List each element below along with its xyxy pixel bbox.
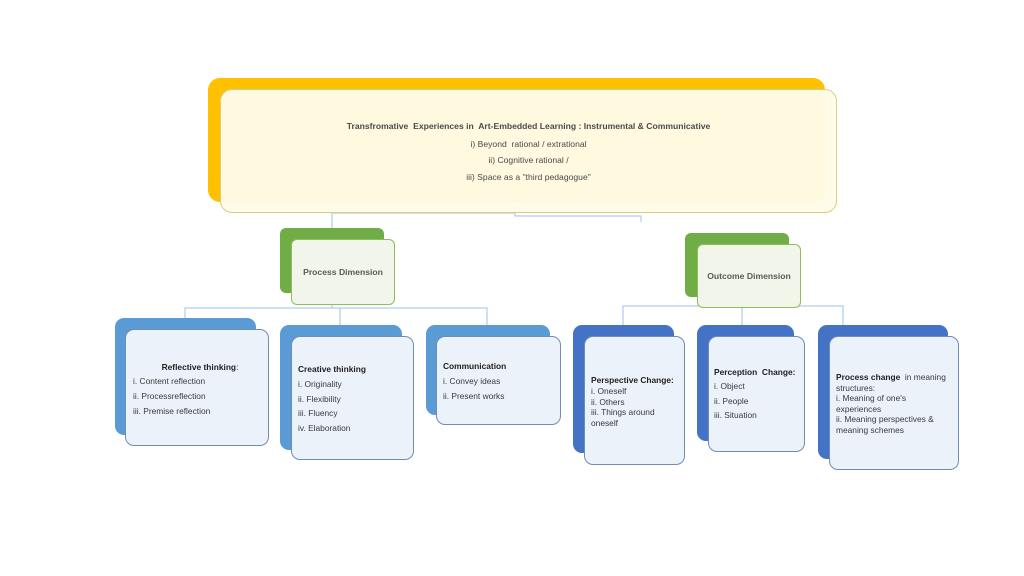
process-change-item-2: i. Meaning of one's	[836, 393, 907, 403]
process-change-node: Process change in meaning structures: i.…	[829, 336, 959, 470]
reflective-thinking-node: Reflective thinking: i. Content reflecti…	[125, 329, 269, 446]
creative-item-2: ii. Flexibility	[298, 393, 341, 404]
perception-item-2: ii. People	[714, 395, 749, 406]
perspective-item-2: ii. Others	[591, 396, 625, 407]
perception-item-1: i. Object	[714, 381, 745, 391]
root-line-3: iii) Space as a "third pedagogue"	[466, 171, 591, 182]
process-change-title-suffix: in meaning	[900, 372, 946, 382]
perspective-change-node: Perspective Change: i. Oneself ii. Other…	[584, 336, 685, 465]
reflective-item-2: ii. Processreflection	[133, 391, 206, 401]
process-change-title: Process change	[836, 372, 901, 382]
creative-item-1: i. Originality	[298, 379, 342, 389]
communication-item-1: i. Convey ideas	[443, 376, 501, 386]
process-change-item-1: structures:	[836, 382, 876, 393]
creative-item-4: iv. Elaboration	[298, 422, 351, 433]
process-change-item-3: experiences	[836, 403, 882, 414]
perspective-item-4: oneself	[591, 417, 619, 428]
perception-change-node: Perception Change: i. Object ii. People …	[708, 336, 805, 452]
perspective-item-1: i. Oneself	[591, 386, 627, 396]
perspective-item-3: iii. Things around	[591, 407, 655, 417]
root-line-2: ii) Cognitive rational /	[488, 155, 569, 166]
communication-title: Communication	[443, 361, 507, 371]
outcome-dimension-node: Outcome Dimension	[697, 244, 801, 308]
reflective-thinking-title-suffix: :	[236, 362, 239, 372]
reflective-item-1: i. Content reflection	[133, 376, 206, 386]
process-change-item-5: meaning schemes	[836, 424, 904, 435]
creative-thinking-node: Creative thinking i. Originality ii. Fle…	[291, 336, 414, 460]
creative-item-3: iii. Fluency	[298, 408, 338, 418]
process-change-item-4: ii. Meaning perspectives &	[836, 414, 934, 424]
process-dimension-node: Process Dimension	[291, 239, 395, 305]
reflective-thinking-title: Reflective thinking	[161, 362, 237, 372]
reflective-item-3: iii. Premise reflection	[133, 406, 211, 416]
root-node: Transfromative Experiences in Art-Embedd…	[220, 89, 837, 213]
communication-item-2: ii. Present works	[443, 390, 505, 401]
connector-root-outcome	[514, 213, 642, 222]
perception-change-title: Perception Change:	[714, 367, 796, 377]
perspective-change-title: Perspective Change:	[591, 375, 674, 385]
perception-item-3: iii. Situation	[714, 410, 757, 420]
communication-node: Communication i. Convey ideas ii. Presen…	[436, 336, 561, 425]
process-dimension-label: Process Dimension	[303, 267, 383, 277]
outcome-dimension-label: Outcome Dimension	[707, 271, 791, 281]
root-line-1: i) Beyond rational / extrational	[470, 138, 587, 149]
root-title: Transfromative Experiences in Art-Embedd…	[346, 120, 711, 131]
creative-thinking-title: Creative thinking	[298, 364, 366, 374]
